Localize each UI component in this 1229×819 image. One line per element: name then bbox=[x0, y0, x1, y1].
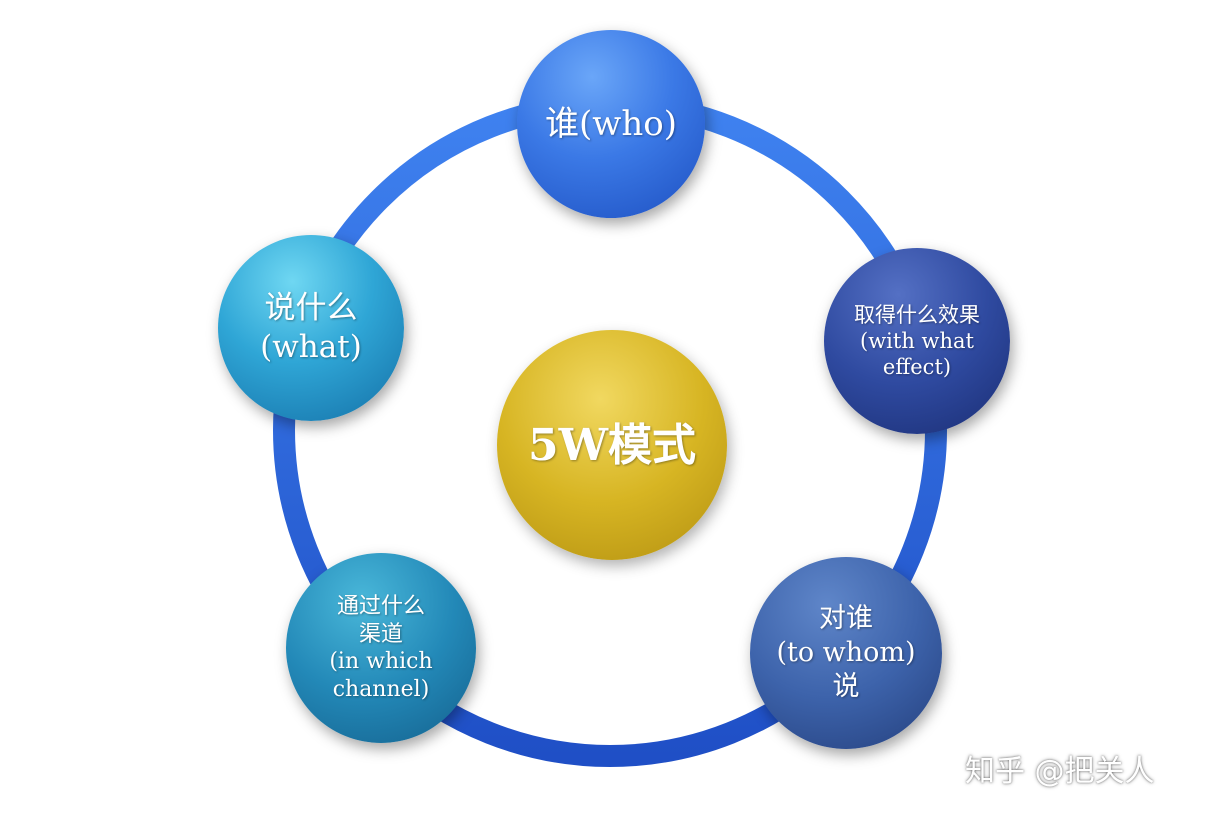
center-label: 5W模式 bbox=[527, 419, 697, 471]
node-channel-line-4: channel) bbox=[332, 676, 430, 702]
node-what-line-1: 说什么 bbox=[264, 290, 358, 327]
node-effect-line-2: (with what bbox=[860, 328, 974, 353]
node-effect-line-3: effect) bbox=[882, 355, 952, 380]
node-channel-line-1: 通过什么 bbox=[336, 594, 425, 619]
node-whom-line-1: 对谁 bbox=[819, 603, 873, 635]
node-channel: 通过什么 渠道 (in which channel) bbox=[286, 553, 476, 743]
node-what: 说什么 (what) bbox=[218, 235, 404, 421]
node-effect-line-1: 取得什么效果 bbox=[854, 302, 980, 327]
node-channel-line-2: 渠道 bbox=[358, 621, 403, 647]
node-whom-line-2: (to whom) bbox=[776, 637, 916, 669]
center-node: 5W模式 bbox=[497, 330, 727, 560]
node-who-line-1: 谁(who) bbox=[545, 103, 677, 144]
node-what-line-2: (what) bbox=[260, 329, 362, 365]
node-whom: 对谁 (to whom) 说 bbox=[750, 557, 942, 749]
watermark: 知乎 @把关人 bbox=[965, 754, 1155, 789]
node-channel-line-3: (in which bbox=[329, 649, 433, 674]
node-effect: 取得什么效果 (with what effect) bbox=[824, 248, 1010, 434]
node-whom-line-3: 说 bbox=[832, 670, 860, 702]
node-who: 谁(who) bbox=[517, 30, 705, 218]
